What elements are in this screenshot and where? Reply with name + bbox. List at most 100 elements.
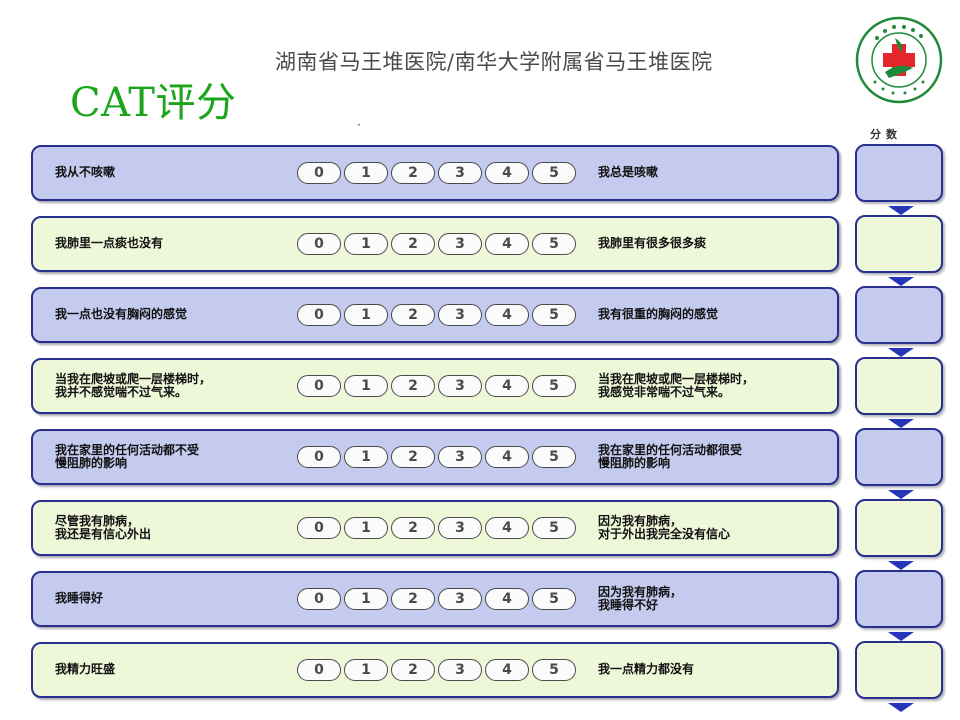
score-option-1[interactable]: 1 bbox=[344, 659, 388, 681]
score-option-4[interactable]: 4 bbox=[485, 588, 529, 610]
down-arrow-icon bbox=[888, 632, 914, 641]
score-option-3[interactable]: 3 bbox=[438, 659, 482, 681]
score-option-5[interactable]: 5 bbox=[532, 162, 576, 184]
item-right-statement: 因为我有肺病， 我睡得不好 bbox=[598, 584, 683, 612]
item-left-statement: 我肺里一点痰也没有 bbox=[55, 236, 164, 251]
score-option-0[interactable]: 0 bbox=[297, 233, 341, 255]
score-option-4[interactable]: 4 bbox=[485, 446, 529, 468]
score-input-box[interactable] bbox=[855, 641, 943, 699]
score-option-5[interactable]: 5 bbox=[532, 588, 576, 610]
item-right-statement: 当我在爬坡或爬一层楼梯时， 我感觉非常喘不过气来。 bbox=[598, 371, 755, 399]
score-option-1[interactable]: 1 bbox=[344, 517, 388, 539]
score-option-4[interactable]: 4 bbox=[485, 375, 529, 397]
item-left-statement: 我在家里的任何活动都不受 慢阻肺的影响 bbox=[55, 442, 200, 470]
down-arrow-icon bbox=[888, 277, 914, 286]
score-option-0[interactable]: 0 bbox=[297, 588, 341, 610]
score-option-5[interactable]: 5 bbox=[532, 375, 576, 397]
down-arrow-icon bbox=[888, 703, 914, 712]
score-option-5[interactable]: 5 bbox=[532, 659, 576, 681]
score-input-box[interactable] bbox=[855, 428, 943, 486]
score-option-5[interactable]: 5 bbox=[532, 304, 576, 326]
item-left-statement: 尽管我有肺病， 我还是有信心外出 bbox=[55, 513, 152, 541]
score-input-box[interactable] bbox=[855, 357, 943, 415]
score-option-0[interactable]: 0 bbox=[297, 659, 341, 681]
score-option-0[interactable]: 0 bbox=[297, 375, 341, 397]
score-option-1[interactable]: 1 bbox=[344, 375, 388, 397]
hospital-name: 湖南省马王堆医院/南华大学附属省马王堆医院 bbox=[275, 50, 713, 74]
score-option-3[interactable]: 3 bbox=[438, 517, 482, 539]
item-left-statement: 我一点也没有胸闷的感觉 bbox=[55, 307, 188, 322]
score-option-1[interactable]: 1 bbox=[344, 446, 388, 468]
score-option-3[interactable]: 3 bbox=[438, 233, 482, 255]
down-arrow-icon bbox=[888, 490, 914, 499]
score-input-box[interactable] bbox=[855, 144, 943, 202]
score-column-header: 分数 bbox=[870, 128, 902, 141]
score-option-5[interactable]: 5 bbox=[532, 446, 576, 468]
score-option-1[interactable]: 1 bbox=[344, 304, 388, 326]
score-option-2[interactable]: 2 bbox=[391, 162, 435, 184]
down-arrow-icon bbox=[888, 206, 914, 215]
item-left-statement: 我从不咳嗽 bbox=[55, 165, 116, 180]
down-arrow-icon bbox=[888, 348, 914, 357]
score-option-4[interactable]: 4 bbox=[485, 233, 529, 255]
item-right-statement: 我一点精力都没有 bbox=[598, 662, 695, 677]
score-option-2[interactable]: 2 bbox=[391, 659, 435, 681]
score-option-0[interactable]: 0 bbox=[297, 304, 341, 326]
dot-mark: · bbox=[357, 118, 361, 132]
score-option-0[interactable]: 0 bbox=[297, 517, 341, 539]
score-option-0[interactable]: 0 bbox=[297, 162, 341, 184]
item-left-statement: 我精力旺盛 bbox=[55, 662, 116, 677]
down-arrow-icon bbox=[888, 419, 914, 428]
item-left-statement: 我睡得好 bbox=[55, 591, 104, 606]
score-option-2[interactable]: 2 bbox=[391, 304, 435, 326]
item-left-statement: 当我在爬坡或爬一层楼梯时， 我并不感觉喘不过气来。 bbox=[55, 371, 212, 399]
score-option-3[interactable]: 3 bbox=[438, 375, 482, 397]
item-right-statement: 我总是咳嗽 bbox=[598, 165, 659, 180]
score-option-1[interactable]: 1 bbox=[344, 162, 388, 184]
score-option-3[interactable]: 3 bbox=[438, 162, 482, 184]
score-option-5[interactable]: 5 bbox=[532, 233, 576, 255]
down-arrow-icon bbox=[888, 561, 914, 570]
item-right-statement: 因为我有肺病， 对于外出我完全没有信心 bbox=[598, 513, 731, 541]
score-input-box[interactable] bbox=[855, 215, 943, 273]
score-option-4[interactable]: 4 bbox=[485, 304, 529, 326]
score-option-1[interactable]: 1 bbox=[344, 588, 388, 610]
score-input-box[interactable] bbox=[855, 499, 943, 557]
score-input-box[interactable] bbox=[855, 286, 943, 344]
score-option-3[interactable]: 3 bbox=[438, 446, 482, 468]
score-option-2[interactable]: 2 bbox=[391, 588, 435, 610]
score-option-4[interactable]: 4 bbox=[485, 162, 529, 184]
hospital-logo-icon bbox=[855, 16, 943, 104]
score-option-2[interactable]: 2 bbox=[391, 233, 435, 255]
item-right-statement: 我在家里的任何活动都很受 慢阻肺的影响 bbox=[598, 442, 743, 470]
item-right-statement: 我有很重的胸闷的感觉 bbox=[598, 307, 719, 322]
score-input-box[interactable] bbox=[855, 570, 943, 628]
item-right-statement: 我肺里有很多很多痰 bbox=[598, 236, 707, 251]
score-option-4[interactable]: 4 bbox=[485, 659, 529, 681]
score-option-4[interactable]: 4 bbox=[485, 517, 529, 539]
score-option-0[interactable]: 0 bbox=[297, 446, 341, 468]
score-option-1[interactable]: 1 bbox=[344, 233, 388, 255]
score-option-2[interactable]: 2 bbox=[391, 517, 435, 539]
score-option-2[interactable]: 2 bbox=[391, 446, 435, 468]
score-option-3[interactable]: 3 bbox=[438, 588, 482, 610]
score-option-2[interactable]: 2 bbox=[391, 375, 435, 397]
score-option-3[interactable]: 3 bbox=[438, 304, 482, 326]
score-option-5[interactable]: 5 bbox=[532, 517, 576, 539]
